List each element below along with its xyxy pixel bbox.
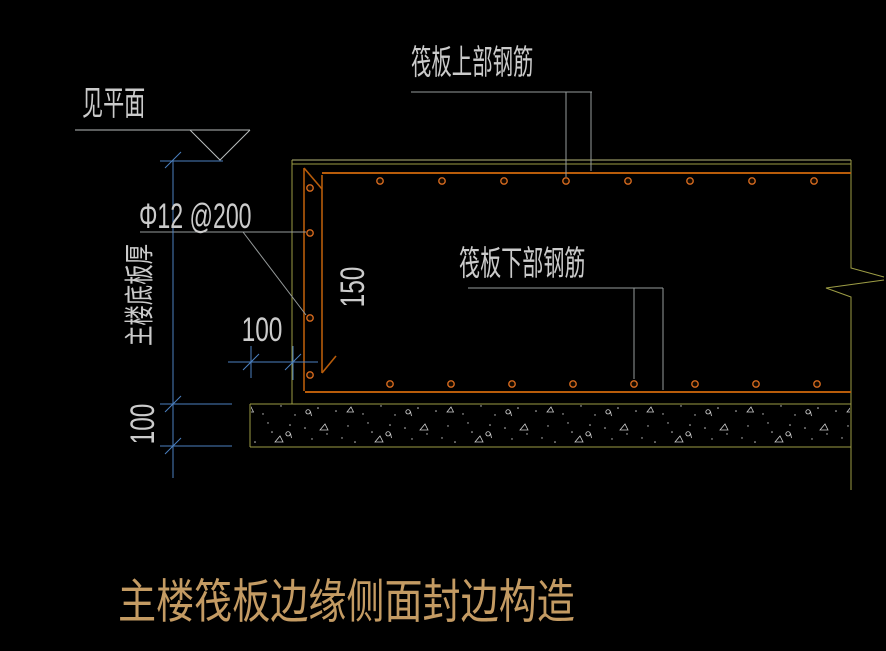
break-line bbox=[825, 160, 885, 490]
rebar-lines bbox=[305, 172, 851, 393]
rebar-dot bbox=[508, 380, 516, 388]
rebar-dot bbox=[306, 184, 314, 192]
cushion-outline bbox=[249, 403, 851, 448]
concrete-hatch bbox=[251, 405, 850, 446]
edge-rebar-spec-label: Φ12 @200 bbox=[139, 197, 252, 236]
rebar-dot bbox=[500, 177, 508, 185]
rebar-dot bbox=[630, 380, 638, 388]
see-plan-label: 见平面 bbox=[82, 85, 146, 123]
dim-100-cushion-label: 100 bbox=[124, 403, 162, 445]
rebar-dot bbox=[306, 229, 314, 237]
rebar-dot bbox=[562, 177, 570, 185]
edge-seal-bar bbox=[303, 167, 337, 391]
lower-rebar-label: 筏板下部钢筋 bbox=[459, 245, 586, 283]
rebar-dot bbox=[376, 177, 384, 185]
rebar-dot bbox=[386, 380, 394, 388]
rebar-dot bbox=[752, 380, 760, 388]
rebar-dot bbox=[686, 177, 694, 185]
rebar-dots-edge-column bbox=[306, 184, 314, 379]
rebar-dot bbox=[810, 177, 818, 185]
drawing-title: 主楼筏板边缘侧面封边构造 bbox=[118, 575, 575, 628]
rebar-dot bbox=[306, 314, 314, 322]
rebar-dot bbox=[447, 380, 455, 388]
upper-rebar-label: 筏板上部钢筋 bbox=[411, 44, 534, 82]
rebar-dots-top-row bbox=[376, 177, 818, 185]
slab-thickness-dim-label: 主楼底板厚 bbox=[124, 244, 157, 346]
rebar-dot bbox=[438, 177, 446, 185]
dim-100-overhang-label: 100 bbox=[241, 311, 283, 349]
rebar-dot bbox=[624, 177, 632, 185]
rebar-dot bbox=[691, 380, 699, 388]
rebar-dot bbox=[748, 177, 756, 185]
dim-150-label: 150 bbox=[334, 266, 372, 308]
leader-lines bbox=[140, 91, 664, 390]
rebar-dot bbox=[569, 380, 577, 388]
rebar-dots-bottom-row bbox=[386, 380, 821, 388]
section-marker-triangle bbox=[75, 129, 251, 161]
rebar-dot bbox=[813, 380, 821, 388]
rebar-dot bbox=[306, 371, 314, 379]
dimension-lines bbox=[160, 151, 318, 478]
